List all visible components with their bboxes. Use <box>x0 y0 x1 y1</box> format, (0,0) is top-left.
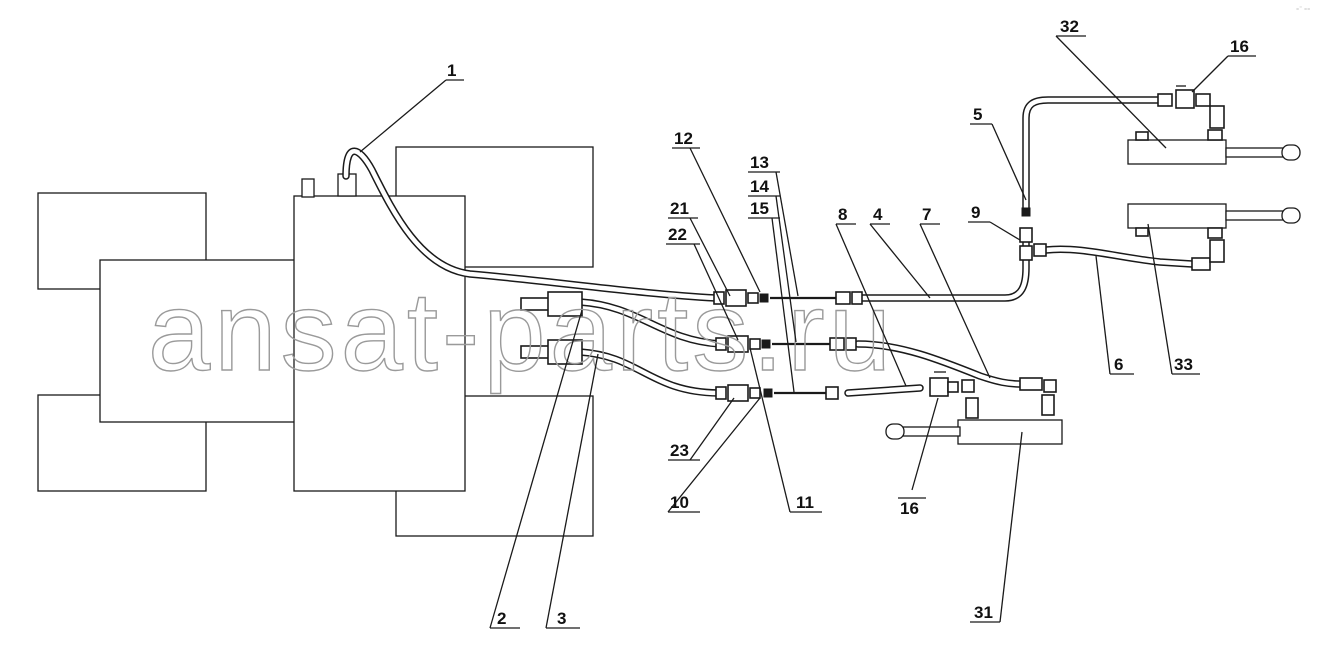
callout-9: 9 <box>971 203 980 222</box>
callout-7: 7 <box>922 205 931 224</box>
hose-network <box>342 96 1196 397</box>
cylinder-32 <box>1127 129 1301 165</box>
callout-33: 33 <box>1174 355 1193 374</box>
watermark-text: ansat-parts.ru <box>148 269 895 394</box>
callout-23: 23 <box>670 441 689 460</box>
tractor-cab-body <box>293 195 466 492</box>
callout-14: 14 <box>750 177 769 196</box>
leader-lines <box>359 35 1256 629</box>
cylinder-33 <box>1127 203 1301 239</box>
callout-8: 8 <box>838 205 847 224</box>
callout-1: 1 <box>447 61 456 80</box>
callout-5: 5 <box>973 105 982 124</box>
callout-11: 11 <box>796 493 814 512</box>
coupler-body-upper <box>547 291 583 317</box>
tractor-outline <box>37 146 594 537</box>
callout-3: 3 <box>557 609 566 628</box>
corner-mark: ₌⁻ ₌₌ <box>1296 6 1310 12</box>
flow-valve-upper <box>1175 89 1195 109</box>
callout-4: 4 <box>873 205 883 224</box>
callout-16-upper: 16 <box>1230 37 1249 56</box>
callout-22: 22 <box>668 225 687 244</box>
callout-15: 15 <box>750 199 769 218</box>
flow-valve-lower <box>929 377 949 397</box>
callout-labels: 1 2 3 4 5 6 7 8 9 10 11 12 13 14 15 16 1… <box>447 17 1249 628</box>
callout-13: 13 <box>750 153 769 172</box>
callout-10: 10 <box>670 493 689 512</box>
fittings <box>520 85 1225 419</box>
callout-32: 32 <box>1060 17 1079 36</box>
breather-stub <box>301 178 315 198</box>
callout-6: 6 <box>1114 355 1123 374</box>
cylinder-31 <box>885 419 1063 445</box>
callout-12: 12 <box>674 129 693 148</box>
callout-21: 21 <box>670 199 689 218</box>
front-axle-frame <box>99 259 299 423</box>
callout-16-lower: 16 <box>900 499 919 518</box>
callout-31: 31 <box>974 603 993 622</box>
callout-2: 2 <box>497 609 506 628</box>
coupler-body-lower <box>547 339 583 365</box>
